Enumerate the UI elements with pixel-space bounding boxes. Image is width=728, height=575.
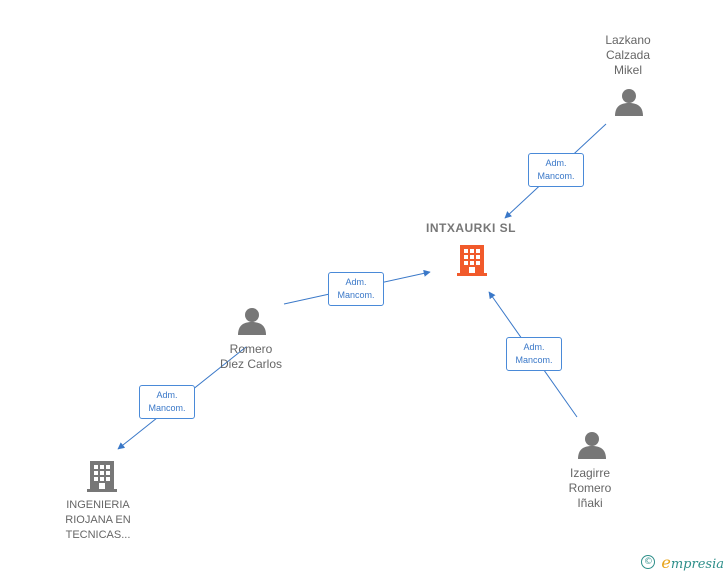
name-line: Izagirre: [569, 466, 610, 480]
footer-brand: © empresia: [641, 553, 724, 572]
name-line: Lazkano: [605, 33, 651, 47]
badge-line: Mancom.: [337, 290, 375, 300]
badge-line: Adm.: [545, 158, 567, 168]
brand-initial: e: [661, 552, 671, 572]
person-name-lazkano[interactable]: Lazkano Calzada Mikel: [605, 33, 650, 78]
name-line: Romero: [568, 481, 612, 495]
name-line: Diez Carlos: [219, 357, 283, 371]
building-icon[interactable]: [87, 461, 117, 492]
name-line: RIOJANA EN: [65, 514, 131, 526]
person-icon[interactable]: [615, 89, 643, 116]
name-line: Iñaki: [577, 496, 603, 510]
badge-line: Adm.: [156, 390, 178, 400]
copyright-icon: ©: [641, 555, 656, 569]
brand-text: mpresia: [670, 556, 724, 572]
person-name-romero[interactable]: Romero Diez Carlos: [220, 342, 282, 372]
edge-badge-romero-center[interactable]: Adm. Mancom.: [328, 272, 384, 306]
name-line: Mikel: [613, 63, 642, 77]
person-icon[interactable]: [578, 432, 606, 459]
name-line: Romero: [229, 342, 273, 356]
name-line: TECNICAS...: [65, 529, 131, 541]
badge-line: Mancom.: [515, 355, 553, 365]
badge-line: Mancom.: [148, 403, 186, 413]
edge-badge-izagirre[interactable]: Adm. Mancom.: [506, 337, 562, 371]
name-line: INGENIERIA: [66, 499, 130, 511]
center-company-name[interactable]: INTXAURKI SL: [426, 221, 516, 235]
building-icon[interactable]: [457, 245, 487, 276]
name-line: Calzada: [605, 48, 651, 62]
badge-line: Adm.: [345, 277, 367, 287]
person-icon[interactable]: [238, 308, 266, 335]
company-name-ingenieria[interactable]: INGENIERIA RIOJANA EN TECNICAS...: [65, 498, 130, 543]
badge-line: Mancom.: [537, 171, 575, 181]
edge-badge-romero-ingenieria[interactable]: Adm. Mancom.: [139, 385, 195, 419]
person-name-izagirre[interactable]: Izagirre Romero Iñaki: [569, 466, 612, 511]
badge-line: Adm.: [523, 342, 545, 352]
brand-logo[interactable]: empresia: [661, 553, 724, 572]
edge-badge-lazkano[interactable]: Adm. Mancom.: [528, 153, 584, 187]
